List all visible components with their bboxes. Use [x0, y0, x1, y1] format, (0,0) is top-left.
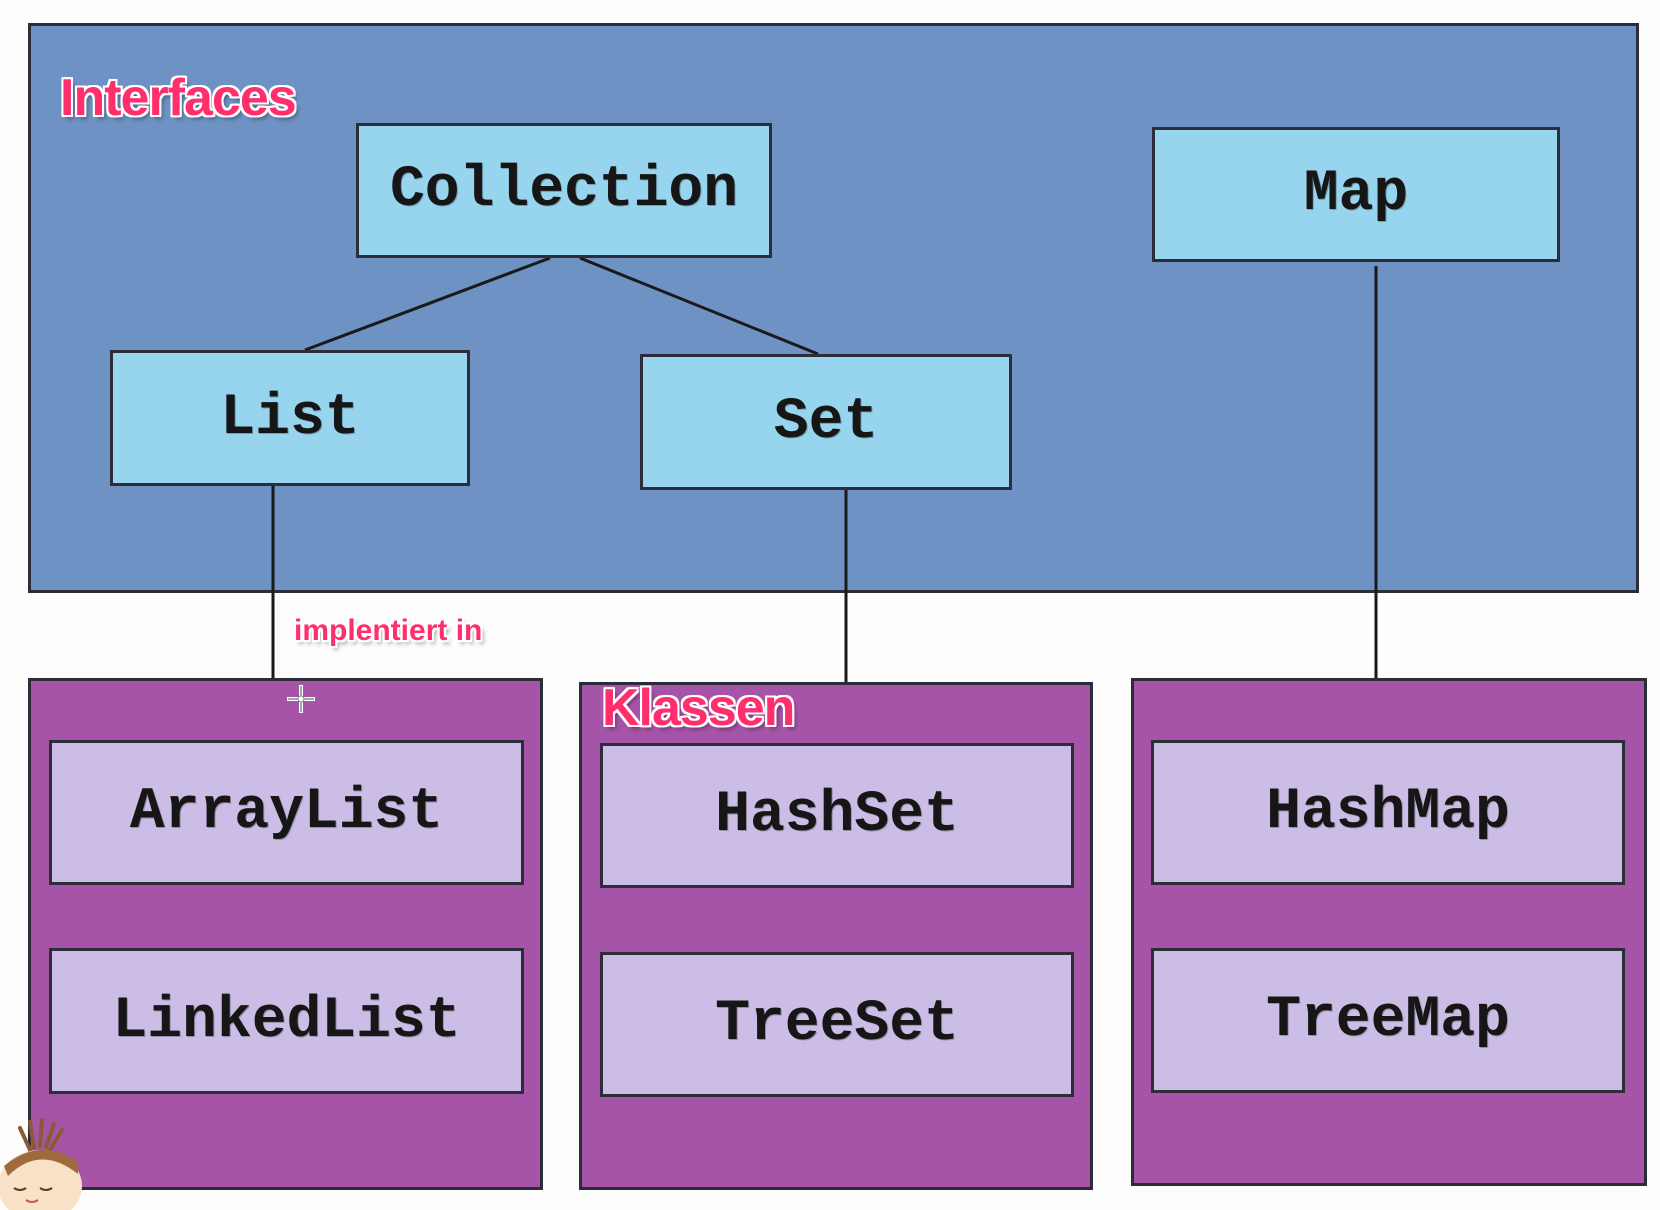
cursor-crosshair-icon: [287, 685, 315, 713]
implements-annotation: implentiert in: [294, 614, 483, 647]
class-treeset: TreeSet: [600, 952, 1074, 1097]
interfaces-annotation: Interfaces: [60, 69, 297, 127]
interface-list: List: [110, 350, 470, 486]
class-linkedlist: LinkedList: [49, 948, 524, 1094]
class-arraylist: ArrayList: [49, 740, 524, 885]
class-hashmap: HashMap: [1151, 740, 1625, 885]
class-hashset: HashSet: [600, 743, 1074, 888]
mascot-avatar-icon: [0, 1118, 82, 1210]
interface-collection: Collection: [356, 123, 772, 258]
class-treemap: TreeMap: [1151, 948, 1625, 1093]
interface-set: Set: [640, 354, 1012, 490]
classes-annotation: Klassen: [602, 679, 795, 737]
interface-map: Map: [1152, 127, 1560, 262]
interfaces-panel: [28, 23, 1639, 593]
